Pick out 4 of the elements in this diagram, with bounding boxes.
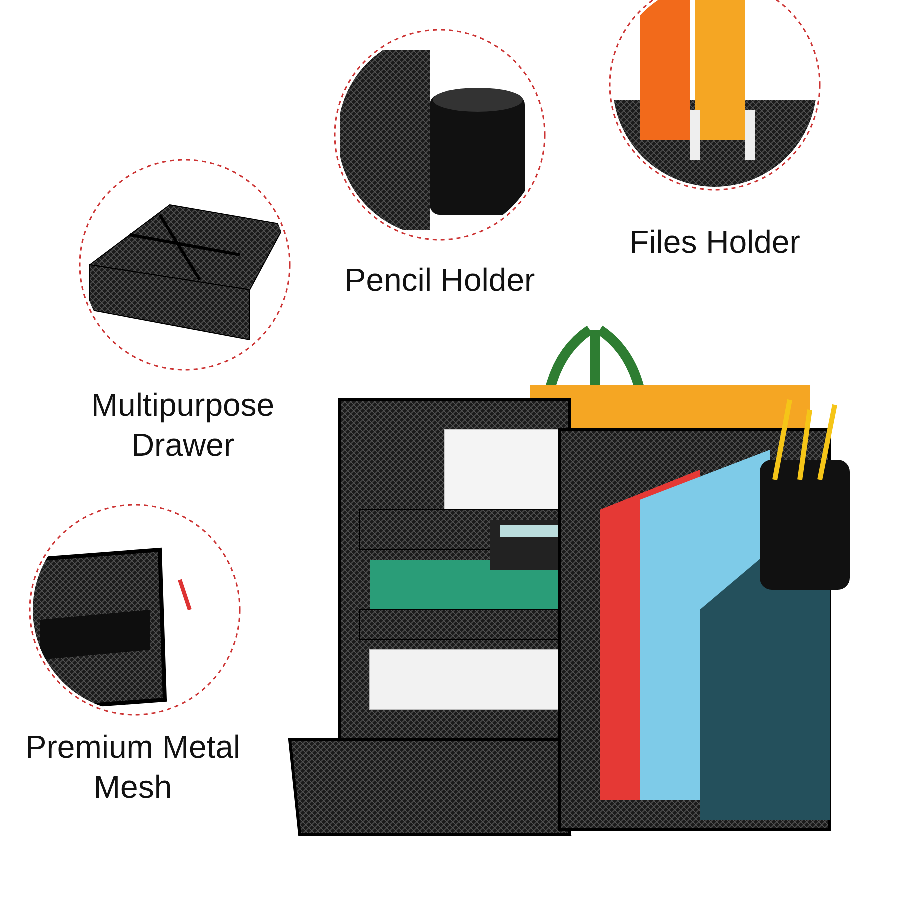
feature-label: Files Holder (628, 223, 802, 262)
feature-label: Premium Metal Mesh (24, 728, 242, 807)
feature-label: Multipurpose Drawer (90, 386, 276, 465)
feature-label: Pencil Holder (344, 261, 536, 300)
